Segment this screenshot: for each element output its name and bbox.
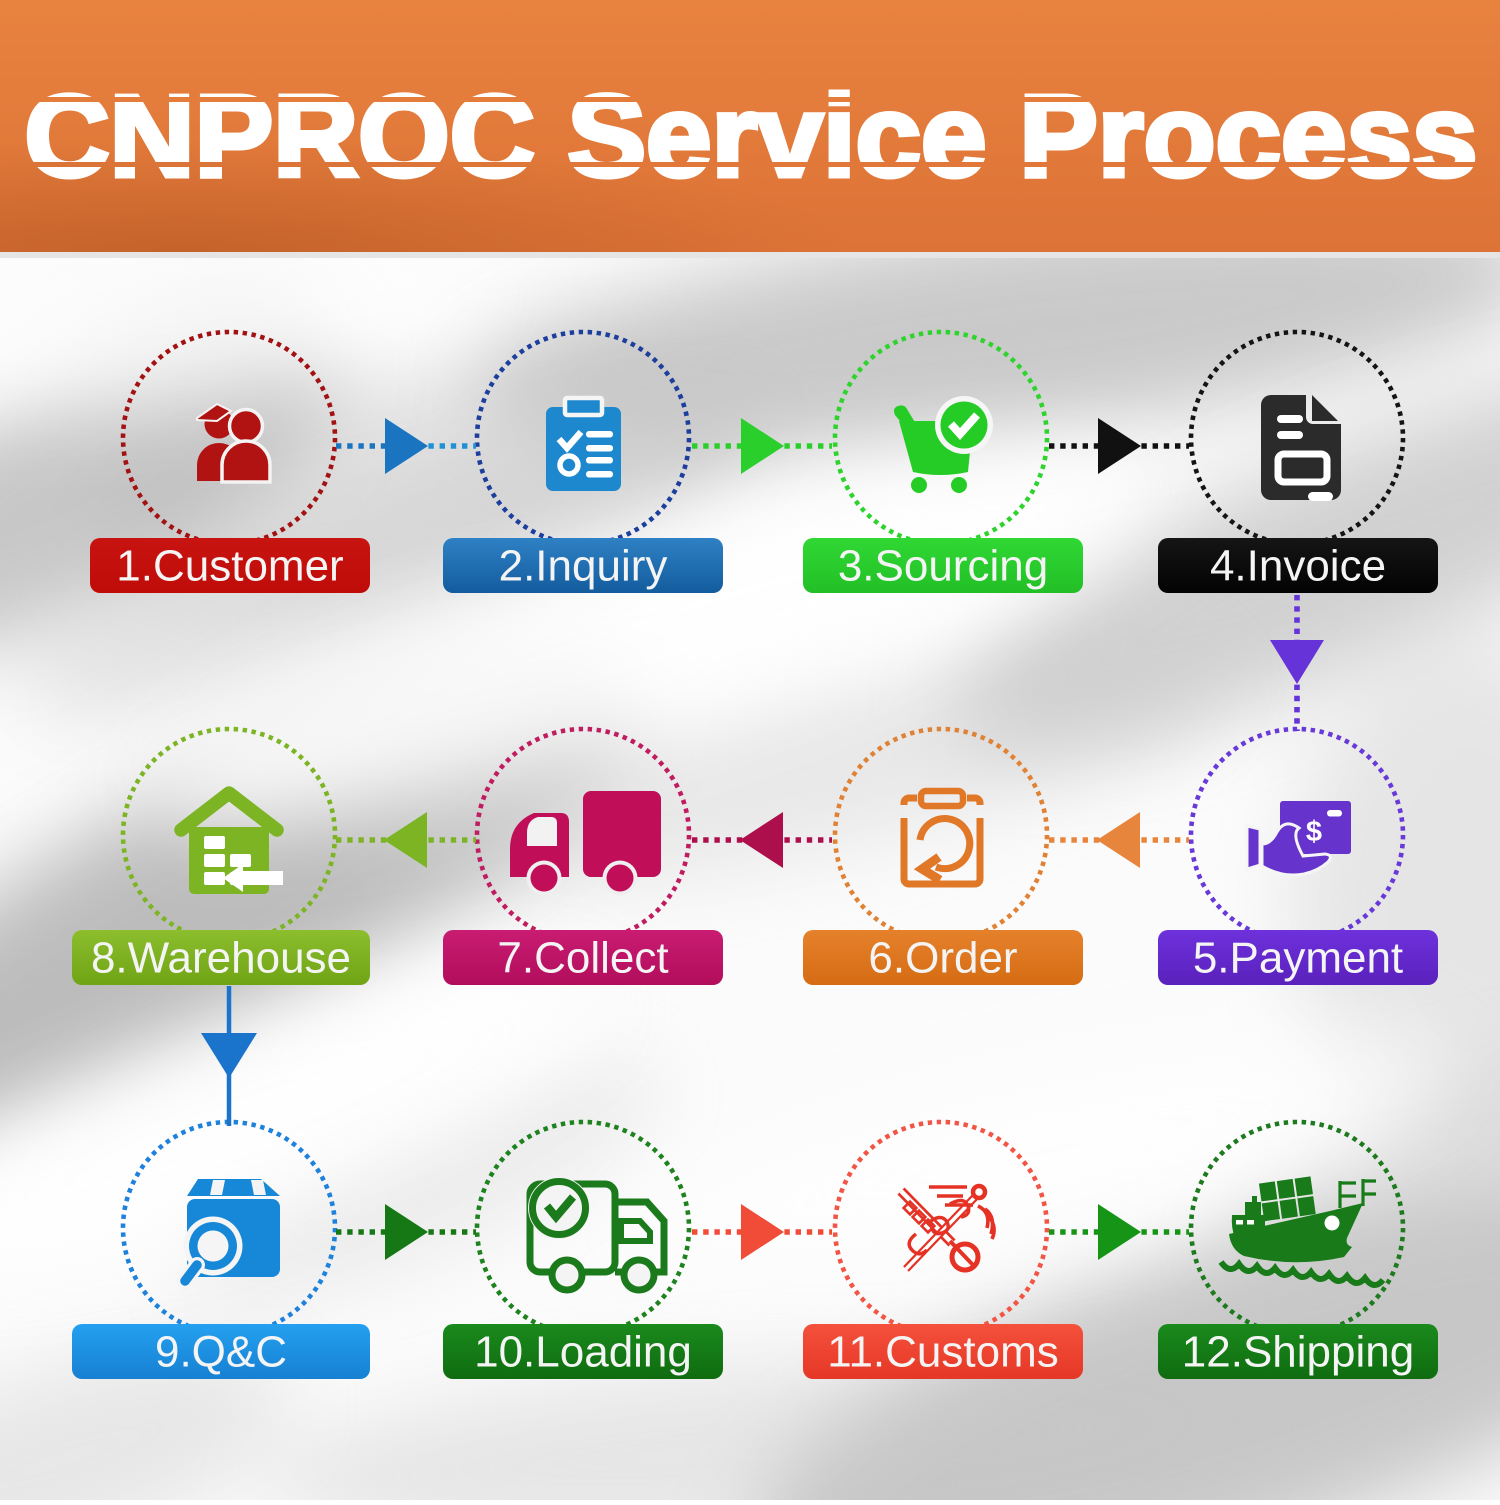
svg-text:5.Payment: 5.Payment — [1193, 934, 1403, 983]
svg-text:8.Warehouse: 8.Warehouse — [91, 934, 351, 983]
svg-text:12.Shipping: 12.Shipping — [1182, 1328, 1414, 1377]
svg-text:10.Loading: 10.Loading — [474, 1328, 692, 1377]
svg-text:11.Customs: 11.Customs — [827, 1328, 1059, 1377]
svg-text:6.Order: 6.Order — [868, 934, 1017, 983]
svg-text:7.Collect: 7.Collect — [497, 934, 668, 983]
svg-text:$: $ — [1306, 816, 1322, 848]
svg-text:CNPROC Service Process: CNPROC Service Process — [25, 71, 1478, 201]
svg-text:1.Customer: 1.Customer — [116, 542, 343, 591]
svg-text:4.Invoice: 4.Invoice — [1210, 542, 1386, 591]
svg-text:3.Sourcing: 3.Sourcing — [838, 542, 1048, 591]
svg-text:9.Q&C: 9.Q&C — [155, 1328, 287, 1377]
svg-text:2.Inquiry: 2.Inquiry — [499, 542, 668, 591]
